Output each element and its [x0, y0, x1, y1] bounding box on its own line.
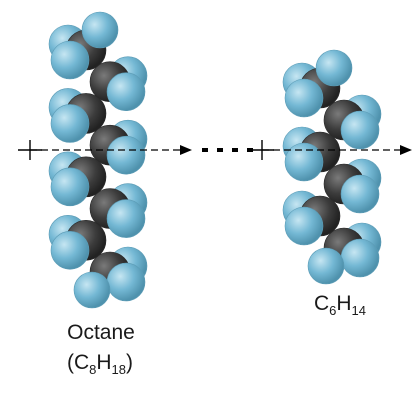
formula-element-h: H [96, 351, 112, 374]
dotted-gap [202, 148, 253, 152]
hydrogen-atom [315, 49, 353, 87]
hydrogen-atom [106, 199, 146, 238]
hydrogen-atom [106, 135, 146, 175]
formula-element-c: C [313, 292, 330, 315]
formula-close-paren: ) [126, 351, 134, 374]
hydrogen-atom [50, 40, 90, 80]
hydrogen-atom [340, 110, 380, 150]
hydrogen-atom [284, 206, 324, 246]
formula-open-paren: ( [66, 351, 74, 374]
octane-formula-label: (C8H18) [40, 352, 160, 376]
hydrogen-atom [50, 104, 90, 143]
hydrogen-atom [340, 174, 380, 214]
hexane-formula-label: C6H14 [285, 293, 395, 317]
hydrogen-atom [50, 167, 90, 207]
hydrogen-atom [106, 72, 146, 112]
hydrogen-atom [340, 238, 380, 278]
hydrogen-atom [284, 78, 324, 118]
formula-element-h: H [336, 292, 352, 315]
hydrogen-atom [73, 271, 111, 309]
octane-name-label: Octane [67, 321, 135, 344]
hydrogen-atom [307, 247, 345, 285]
formula-subscript-c: 8 [89, 362, 97, 377]
molecule-hexane [282, 49, 382, 285]
formula-subscript-h: 14 [351, 303, 367, 318]
hydrogen-atom [81, 11, 119, 49]
formula-element-c: C [73, 351, 90, 374]
formula-subscript-c: 6 [329, 303, 337, 318]
hydrogen-atom [284, 142, 324, 182]
molecule-octane [48, 11, 148, 309]
hydrogen-atom [106, 262, 146, 302]
formula-subscript-h: 18 [111, 362, 127, 377]
hydrogen-atom [50, 230, 90, 270]
